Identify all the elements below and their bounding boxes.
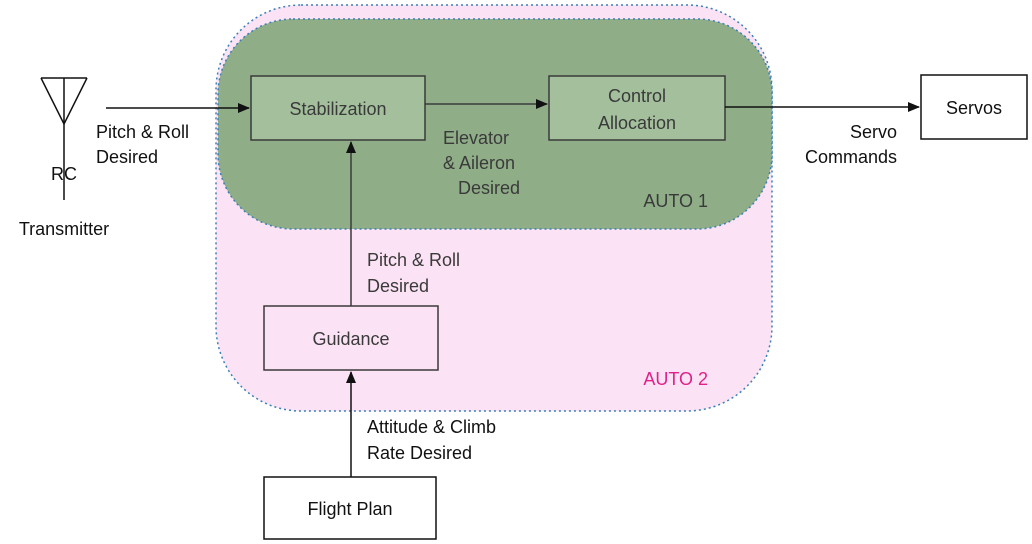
elevator-aileron-line2: & Aileron	[443, 153, 515, 173]
control-allocation-label-line1: Control	[608, 86, 666, 106]
auto1-region	[217, 18, 773, 230]
pitch-roll-guidance-line1: Pitch & Roll	[367, 250, 460, 270]
flight-plan-block	[263, 476, 437, 540]
control-allocation-label-line2: Allocation	[598, 113, 676, 133]
servo-commands-line1: Servo	[850, 122, 897, 142]
guidance-label: Guidance	[312, 329, 389, 349]
servo-commands-line2: Commands	[805, 147, 897, 167]
pitch-roll-guidance-line2: Desired	[367, 276, 429, 296]
stabilization-label: Stabilization	[289, 99, 386, 119]
servos-block	[920, 74, 1028, 140]
rc-transmitter-line1: RC	[51, 164, 77, 184]
elevator-aileron-line1: Elevator	[443, 128, 509, 148]
auto1-label: AUTO 1	[643, 191, 708, 211]
elevator-aileron-line3: Desired	[458, 178, 520, 198]
servos-label: Servos	[946, 98, 1002, 118]
flight-plan-label: Flight Plan	[307, 499, 392, 519]
auto2-label: AUTO 2	[643, 369, 708, 389]
pitch-roll-input-line1: Pitch & Roll	[96, 122, 189, 142]
attitude-climb-line2: Rate Desired	[367, 443, 472, 463]
pitch-roll-input-line2: Desired	[96, 147, 158, 167]
rc-antenna-icon	[40, 77, 88, 200]
control-allocation-block	[548, 75, 726, 141]
rc-transmitter-line2: Transmitter	[19, 219, 109, 239]
stabilization-block	[250, 75, 426, 141]
attitude-climb-line1: Attitude & Climb	[367, 417, 496, 437]
guidance-block	[263, 305, 439, 371]
